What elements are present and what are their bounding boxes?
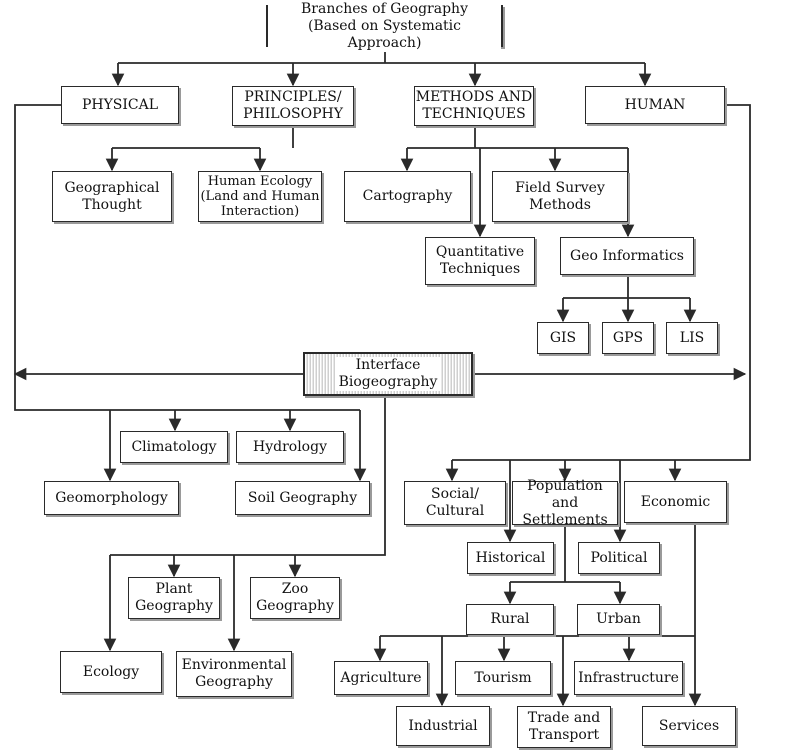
node-population-settlements: Population and Settlements: [512, 478, 618, 528]
title-text: Branches of Geography (Based on Systemat…: [268, 0, 501, 52]
node-gis: GIS: [537, 322, 589, 354]
node-social-cultural: Social/ Cultural: [404, 481, 506, 525]
node-industrial: Industrial: [396, 706, 490, 746]
node-tourism: Tourism: [455, 661, 551, 695]
node-environmental-geography: Environmental Geography: [176, 651, 292, 697]
node-geomorphology: Geomorphology: [44, 481, 179, 515]
node-human-ecology: Human Ecology (Land and Human Interactio…: [198, 171, 322, 222]
node-cartography: Cartography: [344, 171, 471, 222]
node-ecology: Ecology: [60, 651, 162, 693]
branch-principles: PRINCIPLES/ PHILOSOPHY: [232, 86, 354, 126]
node-infrastructure: Infrastructure: [574, 661, 683, 695]
node-plant-geography: Plant Geography: [128, 577, 220, 619]
branch-human: HUMAN: [585, 86, 725, 124]
node-zoo-geography: Zoo Geography: [250, 577, 340, 619]
node-agriculture: Agriculture: [334, 661, 428, 695]
node-lis: LIS: [666, 322, 718, 354]
node-soil-geography: Soil Geography: [235, 481, 370, 515]
node-geo-informatics: Geo Informatics: [560, 237, 694, 275]
title-box: Branches of Geography (Based on Systemat…: [266, 0, 503, 52]
node-geographical-thought: Geographical Thought: [52, 171, 172, 222]
node-hydrology: Hydrology: [236, 431, 344, 463]
node-political: Political: [578, 542, 660, 574]
interface-biogeography-box: Interface Biogeography: [303, 352, 473, 396]
node-economic: Economic: [624, 481, 727, 523]
branch-methods: METHODS AND TECHNIQUES: [414, 86, 534, 126]
node-historical: Historical: [467, 542, 554, 574]
node-field-survey: Field Survey Methods: [492, 171, 628, 222]
branch-physical: PHYSICAL: [61, 86, 179, 124]
node-trade-transport: Trade and Transport: [517, 706, 611, 748]
node-rural: Rural: [466, 604, 554, 635]
node-urban: Urban: [577, 604, 660, 635]
node-gps: GPS: [602, 322, 654, 354]
node-services: Services: [642, 706, 736, 746]
node-climatology: Climatology: [120, 431, 228, 463]
node-quantitative: Quantitative Techniques: [425, 237, 535, 285]
